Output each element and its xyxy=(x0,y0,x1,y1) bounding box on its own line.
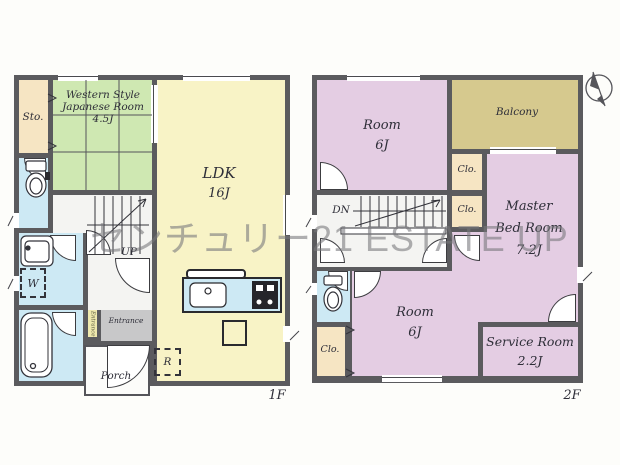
label-japanese-size: 4.5J xyxy=(92,113,114,126)
sliding-door-japanese-ldk xyxy=(151,85,158,143)
window-2f-top xyxy=(347,74,420,81)
label-entrance: Entrance xyxy=(108,316,144,325)
label-balcony: Balcony xyxy=(495,106,539,118)
fridge-space: R xyxy=(154,348,181,376)
label-closet-b: Clo. xyxy=(457,204,477,215)
label-service-room: Service Room 2.2J xyxy=(486,333,574,371)
door-gap-1f-right xyxy=(283,326,290,342)
label-room-6j-bottom: Room 6J xyxy=(396,303,434,343)
label-storage: Sto. xyxy=(22,111,44,123)
label-entrance-step: Entrance xyxy=(89,311,96,337)
label-japanese-room: Western Style Japanese Room 4.5J xyxy=(62,89,144,125)
label-ldk: LDK xyxy=(202,164,236,182)
window-2f-left-b xyxy=(311,283,317,295)
window-1f-left-a xyxy=(13,213,19,228)
label-floor-1: 1F xyxy=(268,388,286,403)
washer-label: W xyxy=(27,276,39,290)
label-room-top-size: 6J xyxy=(375,138,389,154)
watermark-text: センチュリー21 ESTATE UP xyxy=(90,218,569,259)
label-porch: Porch xyxy=(100,370,132,382)
label-closet-c: Clo. xyxy=(320,344,340,355)
washer-space: W xyxy=(20,268,46,298)
fridge-label: R xyxy=(163,356,172,368)
label-service-size: 2.2J xyxy=(517,352,543,368)
label-room-bottom-text: Room xyxy=(396,305,434,320)
room-storage-1f xyxy=(19,80,48,153)
label-master-line1: Master xyxy=(505,199,553,214)
north-arrow-icon xyxy=(585,71,613,107)
window-1f-left-b xyxy=(13,276,19,291)
label-floor-2: 2F xyxy=(563,388,581,403)
label-ldk-size: 16J xyxy=(208,186,230,201)
label-room-6j-top: Room 6J xyxy=(363,116,401,156)
label-room-top-text: Room xyxy=(363,118,401,133)
window-1f-top-a xyxy=(58,74,98,81)
label-room-bottom-size: 6J xyxy=(408,325,422,341)
label-service-text: Service Room xyxy=(486,334,574,349)
window-2f-right xyxy=(577,267,584,283)
window-2f-bottom xyxy=(382,375,442,382)
label-japanese-line1: Western Style xyxy=(65,89,140,101)
kitchen-counter xyxy=(182,277,282,313)
window-1f-top-b xyxy=(183,74,250,81)
label-closet-a: Clo. xyxy=(457,164,477,175)
label-japanese-line2: Japanese Room xyxy=(62,101,144,114)
dining-table xyxy=(222,320,247,346)
balcony-sliding-door xyxy=(490,147,556,154)
closet-a xyxy=(452,154,482,190)
balcony xyxy=(452,80,578,149)
